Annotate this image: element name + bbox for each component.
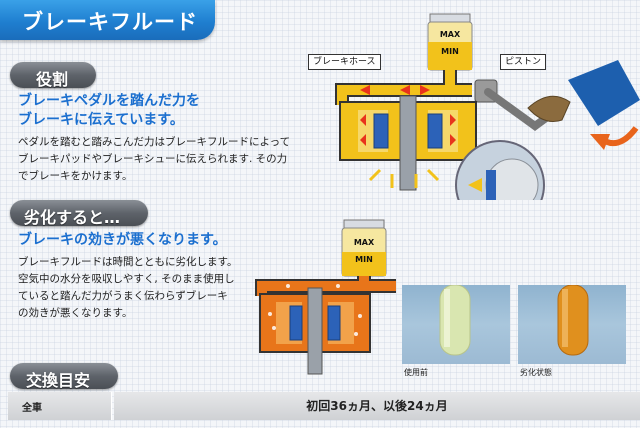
brake-system-diagram: MAX MIN xyxy=(335,13,640,200)
role-body-line2: ブレーキパッドやブレーキシューに伝えられます. その力 xyxy=(18,153,288,165)
caliper xyxy=(339,95,477,191)
degraded-brake-diagram: MAX MIN xyxy=(255,219,396,375)
max-mark: MAX xyxy=(440,30,461,39)
degrade-lead-line1: ブレーキの効きが悪くなります。 xyxy=(18,232,227,248)
section-header-degrade xyxy=(10,200,148,226)
max-mark-2: MAX xyxy=(354,238,375,247)
fluid-pipe xyxy=(335,70,472,105)
degraded-pipe xyxy=(255,276,396,296)
role-lead-line2: ブレーキに伝えています。 xyxy=(18,112,184,128)
photo-degraded xyxy=(518,284,626,364)
page-title: ブレーキフルード xyxy=(22,10,198,34)
hose-label: ブレーキホース xyxy=(308,54,381,70)
min-mark-2: MIN xyxy=(355,255,373,264)
piston-label: ピストン xyxy=(500,54,547,70)
friction-spark xyxy=(368,168,440,188)
degraded-reservoir xyxy=(341,219,387,277)
title-banner xyxy=(0,0,215,40)
role-lead-line1: ブレーキペダルを踏んだ力を xyxy=(18,93,200,109)
section-header-interval xyxy=(10,363,118,389)
bubbles xyxy=(268,284,362,336)
degrade-body-line3: ていると踏んだ力がうまく伝わらずブレーキ xyxy=(18,290,228,302)
section-header-degrade-text: 劣化すると… xyxy=(24,208,121,227)
section-header-role xyxy=(10,62,96,88)
min-mark: MIN xyxy=(441,47,459,56)
zoom-detail xyxy=(455,140,545,200)
section-header-interval-text: 交換目安 xyxy=(26,371,91,390)
role-body-line1: ペダルを踏むと踏みこんだ力はブレーキフルードによって xyxy=(18,136,291,148)
force-arrows xyxy=(360,85,456,146)
photo-before xyxy=(402,284,510,364)
table-row-label: 全車 xyxy=(22,403,42,414)
photo-before-label: 使用前 xyxy=(404,368,428,377)
degraded-caliper xyxy=(259,287,371,375)
test-tube-degraded xyxy=(557,284,589,356)
degrade-body-line1: ブレーキフルードは時間とともに劣化します。 xyxy=(18,256,238,268)
table-row-value: 初回36ヵ月、以後24ヵ月 xyxy=(306,399,448,413)
table-label-cell xyxy=(8,392,112,420)
fluid-reservoir xyxy=(427,13,473,71)
test-tube-fresh xyxy=(439,284,471,356)
table-value-cell xyxy=(114,392,640,420)
degrade-body-line2: 空気中の水分を吸収しやすく, そのまま使用し xyxy=(18,273,235,285)
photo-degraded-label: 劣化状態 xyxy=(520,368,552,377)
role-body-line3: でブレーキをかけます。 xyxy=(18,170,133,182)
section-header-role-text: 役割 xyxy=(36,70,69,89)
brake-pedal xyxy=(474,60,640,150)
degrade-body-line4: の効きが悪くなります。 xyxy=(18,307,133,319)
